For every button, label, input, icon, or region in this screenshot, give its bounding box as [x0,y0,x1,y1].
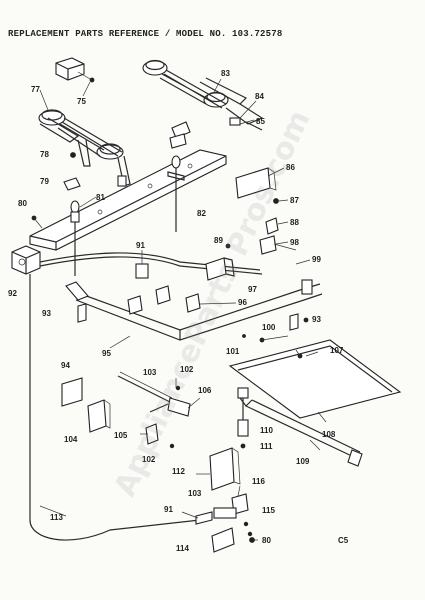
callout-leaders [39,78,327,541]
part-82-burner-support [29,149,227,251]
callout-82: 82 [197,209,206,218]
part-78-screw [70,152,76,158]
callout-102-upper: 102 [180,365,194,374]
callout-97: 97 [248,285,257,294]
part-96-valves [127,285,201,315]
part-112-bracket [209,447,241,491]
callout-85: 85 [256,117,265,126]
callout-95: 95 [102,349,111,358]
part-80-screw-lower [249,537,255,543]
callout-77: 77 [31,85,40,94]
callout-104: 104 [64,435,78,444]
part-115-screw [243,521,253,537]
callout-105: 105 [114,431,128,440]
part-116-valve [213,493,249,519]
part-103-capillary [117,371,173,403]
callout-84: 84 [255,92,264,101]
callout-116: 116 [252,477,265,486]
part-80-screw [31,215,43,229]
callout-92: 92 [8,289,17,298]
part-83-right-burner-assembly [142,59,264,131]
part-111-screw [240,443,246,449]
part-98-valve [259,235,297,255]
part-89-screw [225,243,231,249]
part-114-bracket [211,527,235,553]
callout-112: 112 [172,467,185,476]
callout-106: 106 [198,386,212,395]
part-95-manifold [29,252,323,541]
part-88-clip [265,217,279,235]
callout-79: 79 [40,177,49,186]
callout-83: 83 [221,69,230,78]
part-105-bracket [145,423,159,445]
callout-89: 89 [214,236,223,245]
part-81-valve [70,200,80,276]
callout-103-lower: 103 [188,489,202,498]
callout-101: 101 [226,347,240,356]
part-91-valve [135,250,149,279]
callout-88: 88 [290,218,299,227]
callout-80: 80 [18,199,27,208]
callout-111: 111 [260,442,273,451]
callout-81: 81 [96,193,105,202]
callout-103-upper: 103 [143,368,157,377]
callout-labels: 77 75 83 84 85 78 79 80 81 82 86 87 88 8… [8,69,349,553]
callout-99: 99 [312,255,321,264]
part-92-valve [11,245,41,275]
callout-75: 75 [77,97,86,106]
callout-100: 100 [262,323,276,332]
callout-94: 94 [61,361,70,370]
callout-91-lower: 91 [164,505,173,514]
callout-108: 108 [322,430,336,439]
part-86-plate [235,167,277,199]
part-75-regulator [55,57,95,83]
diagram-code: C5 [338,536,349,545]
diagram-header: REPLACEMENT PARTS REFERENCE / MODEL NO. … [8,29,283,39]
part-87-screw [273,198,279,204]
small-bracket [169,121,191,149]
callout-91: 91 [136,241,145,250]
callout-110: 110 [260,426,273,435]
part-91-orifice [195,511,213,525]
callout-102-lower: 102 [142,455,156,464]
callout-80-lower: 80 [262,536,271,545]
part-108-baffle [228,339,402,419]
part-94-bracket [61,377,83,407]
part-93-brackets [77,303,309,331]
part-100-screw [242,334,265,343]
callout-113: 113 [50,513,63,522]
part-79-clip [63,177,81,191]
callout-78: 78 [40,150,49,159]
callout-86: 86 [286,163,295,172]
callout-114: 114 [176,544,189,553]
part-110-fitting [237,387,249,437]
callout-93-right: 93 [312,315,321,324]
callout-96: 96 [238,298,247,307]
part-97-valve [205,257,235,281]
part-104-thermostat-bracket [87,399,111,433]
part-106-knob [149,397,191,417]
part-102-screws [169,385,181,449]
part-77-left-burner-assembly [38,109,131,187]
callout-107: 107 [330,346,344,355]
callout-98: 98 [290,238,299,247]
part-109-oven-burner [239,397,363,467]
callout-115: 115 [262,506,275,515]
callout-87: 87 [290,196,299,205]
callout-93-left: 93 [42,309,51,318]
callout-109: 109 [296,457,310,466]
